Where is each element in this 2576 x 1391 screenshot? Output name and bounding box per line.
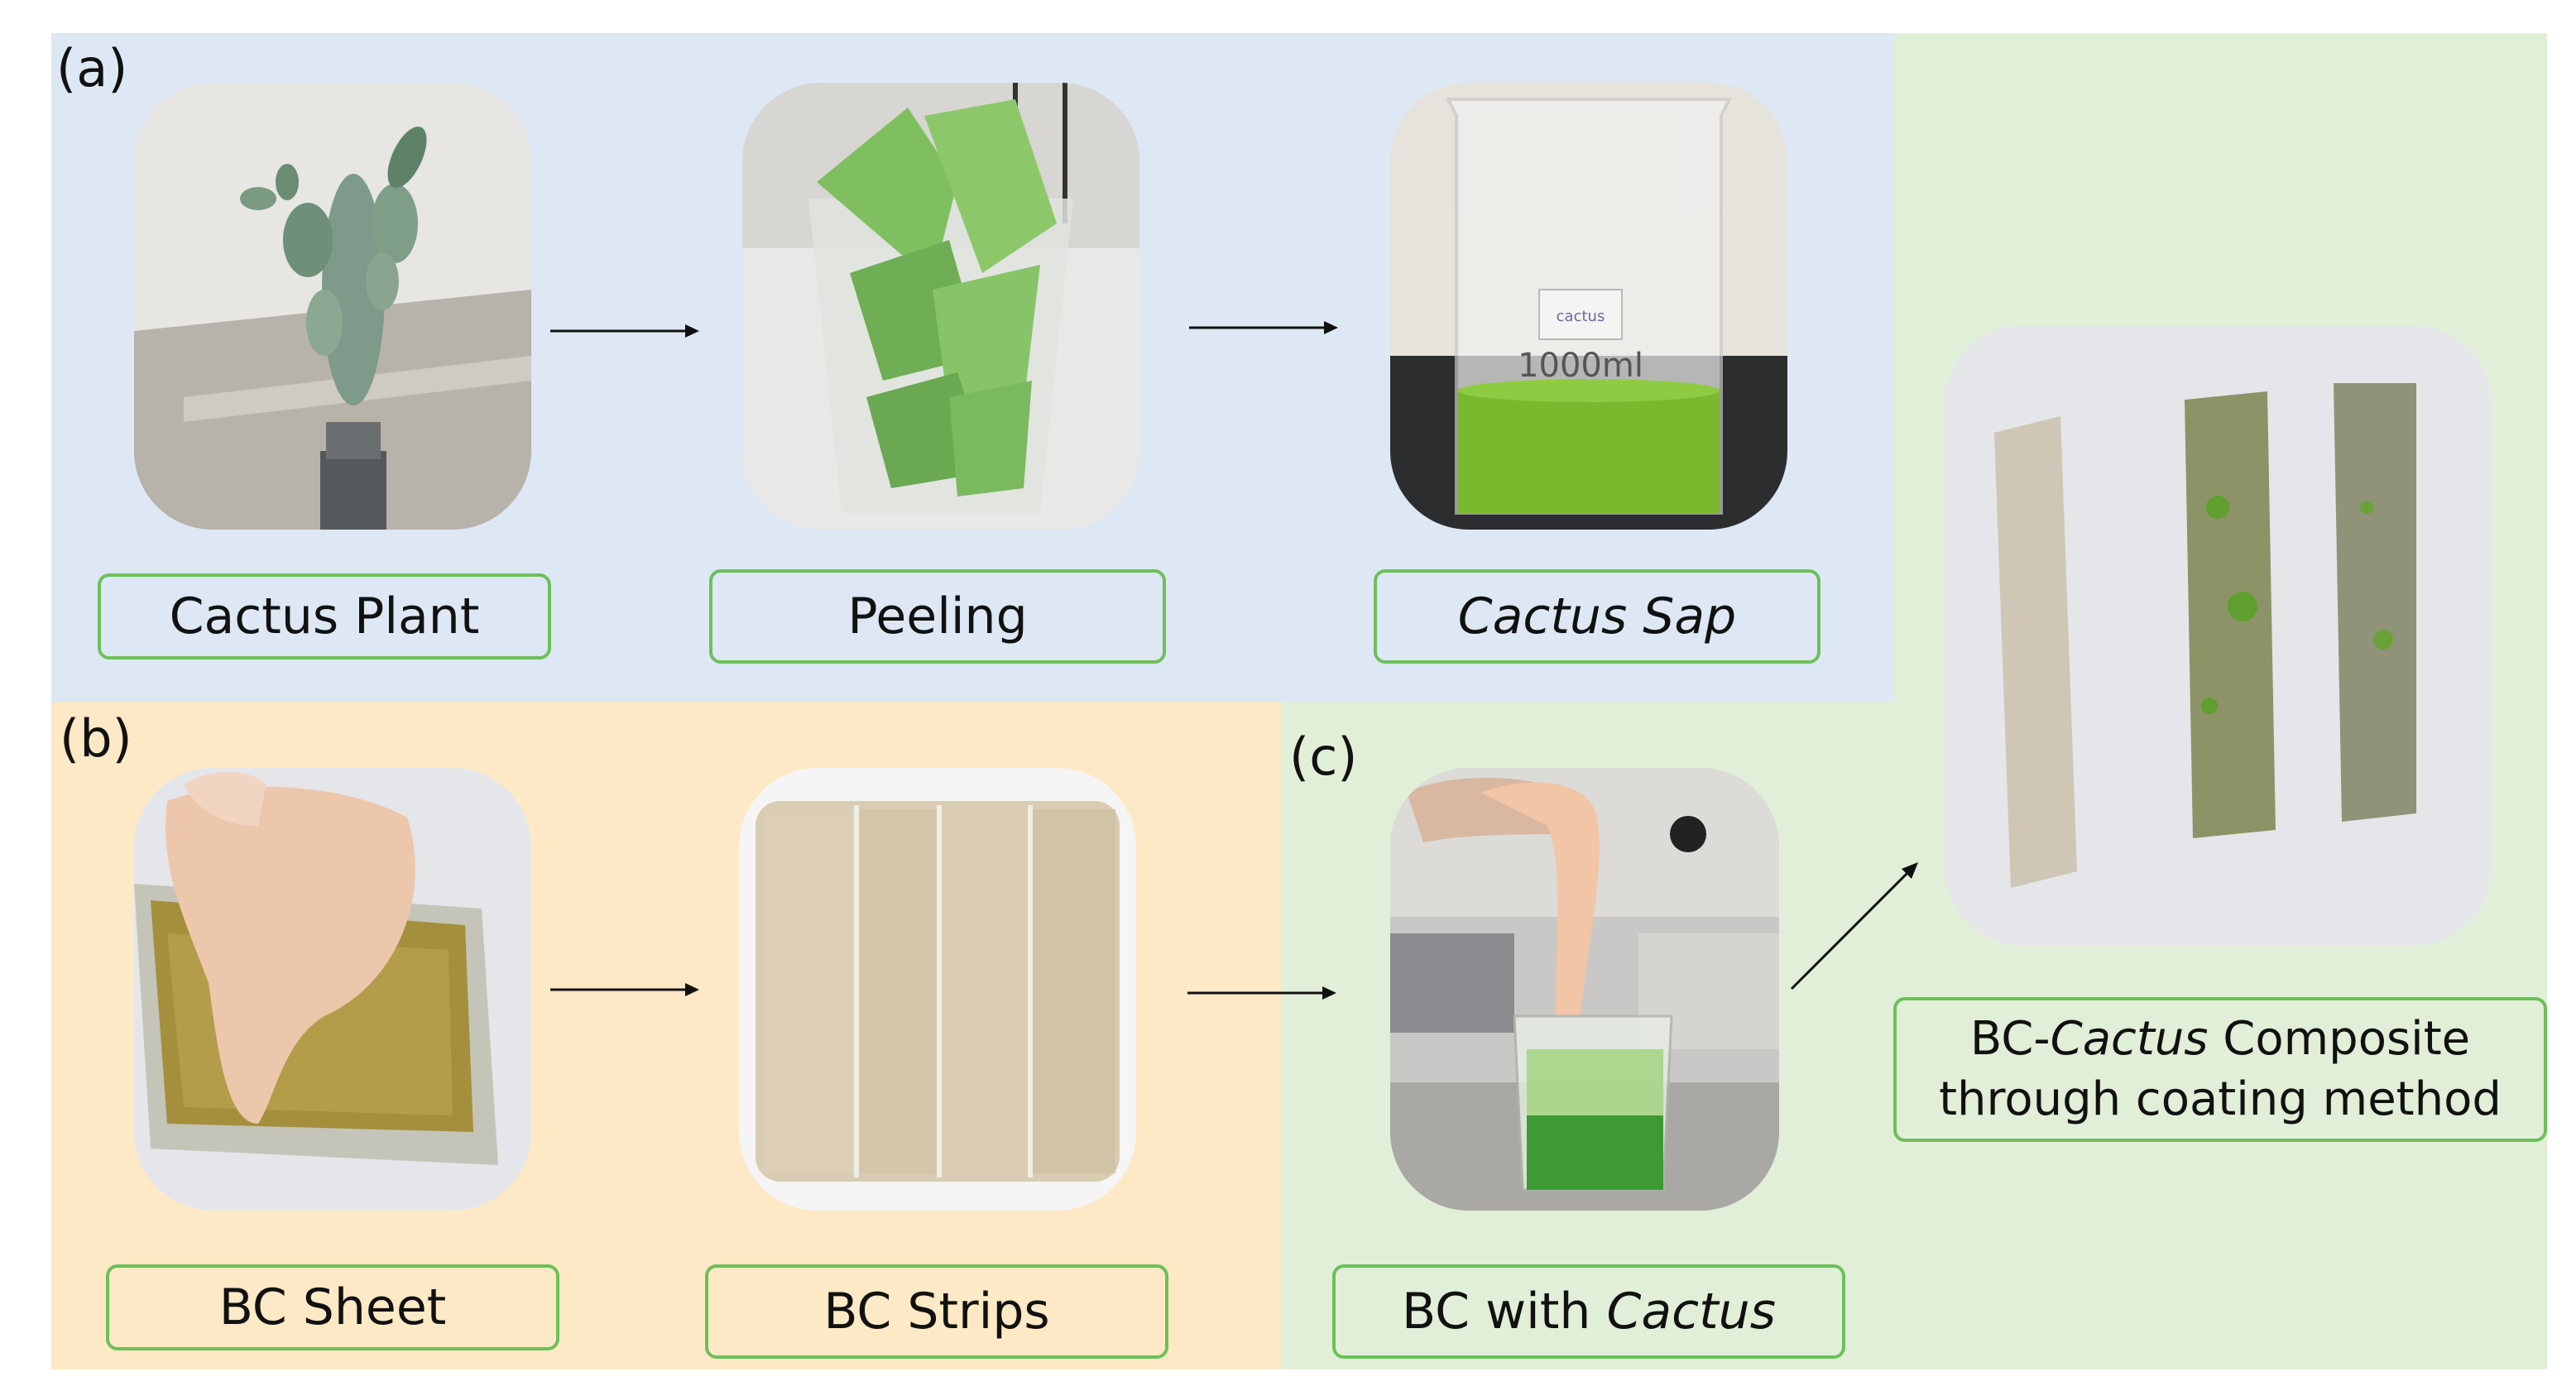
arrow-cactus-to-composite <box>1790 862 1918 990</box>
caption-cactus-plant-text: Cactus Plant <box>169 588 480 645</box>
caption-cactus-plant: Cactus Plant <box>98 573 551 660</box>
caption-bc-sheet: BC Sheet <box>106 1264 559 1350</box>
caption-composite: BC-Cactus Composite through coating meth… <box>1893 997 2547 1142</box>
arrow-sheet-to-strips <box>550 983 699 996</box>
caption-composite-suffix: Composite <box>2208 1011 2471 1066</box>
caption-bc-with-prefix: BC with <box>1402 1283 1607 1341</box>
caption-bc-strips-text: BC Strips <box>823 1283 1050 1341</box>
caption-cactus-sap: Cactus Sap <box>1374 569 1820 664</box>
caption-composite-line2: through coating method <box>1939 1072 2502 1126</box>
caption-cactus-sap-text: Cactus Sap <box>1457 588 1737 645</box>
caption-composite-prefix: BC- <box>1969 1011 2051 1066</box>
beaker-volume-text: 1000ml <box>1518 347 1643 385</box>
caption-bc-strips: BC Strips <box>705 1264 1168 1359</box>
caption-bc-sheet-text: BC Sheet <box>218 1278 447 1336</box>
beaker-tag-text: cactus <box>1557 308 1605 325</box>
cactus-plant-photo <box>134 83 531 530</box>
cactus-sap-photo: cactus 1000ml <box>1390 83 1787 530</box>
caption-bc-with-cactus-italic: Cactus <box>1606 1283 1776 1341</box>
arrow-peeling-to-sap <box>1189 321 1338 334</box>
bc-with-cactus-photo <box>1390 768 1779 1211</box>
caption-peeling-text: Peeling <box>847 588 1028 645</box>
arrow-strips-to-cactus <box>1187 986 1336 1000</box>
panel-label-c: (c) <box>1289 727 1358 787</box>
bc-strips-photo <box>739 768 1136 1211</box>
caption-composite-cactus-italic: Cactus <box>2050 1011 2209 1066</box>
panel-label-b: (b) <box>60 708 132 769</box>
peeling-photo <box>742 83 1139 530</box>
bc-cactus-composite-photo <box>1945 325 2491 946</box>
panel-label-a: (a) <box>56 38 128 98</box>
caption-peeling: Peeling <box>709 569 1166 664</box>
arrow-plant-to-peeling <box>550 324 699 338</box>
bc-sheet-photo <box>134 768 531 1211</box>
caption-bc-with-cactus: BC with Cactus <box>1332 1264 1845 1359</box>
